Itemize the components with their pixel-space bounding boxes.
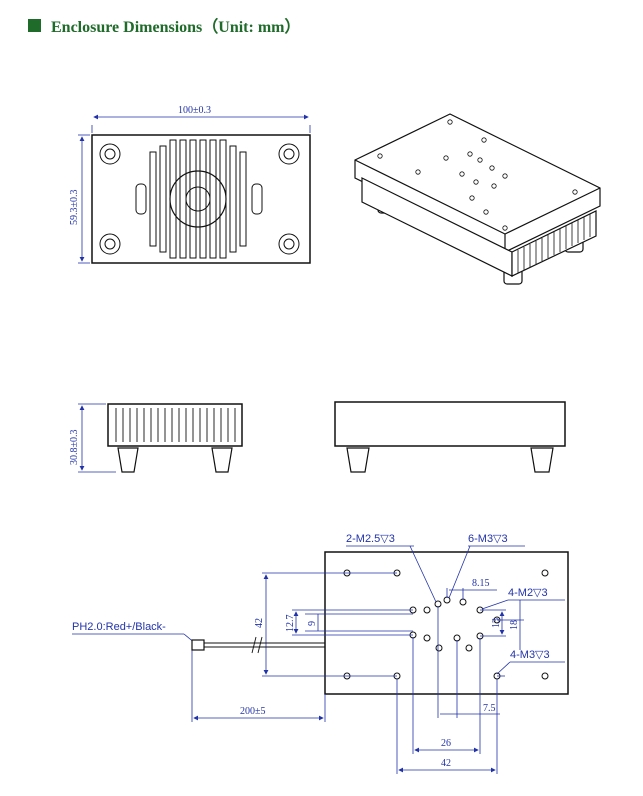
dim-cable-length: 200±5 — [240, 706, 266, 717]
side-height-dimension: 30.8±0.3 — [69, 430, 80, 466]
connector-label: PH2.0:Red+/Black- — [72, 621, 166, 633]
bottom-view-outline — [324, 551, 569, 695]
callout-6-m3: 6-M3▽3 — [468, 533, 508, 545]
page-title: Enclosure Dimensions（Unit: mm） — [51, 19, 301, 36]
height-dimension: 59.3±0.3 — [69, 190, 80, 226]
callout-4-m2: 4-M2▽3 — [508, 587, 548, 599]
fan-fins — [149, 139, 247, 259]
dim-18: 18 — [509, 620, 520, 630]
dim-7-5: 7.5 — [483, 703, 496, 714]
dim-9: 9 — [307, 621, 318, 626]
corner-screws — [99, 143, 300, 255]
side-view-plain — [334, 401, 566, 473]
section-header: Enclosure Dimensions（Unit: mm） — [28, 14, 301, 36]
callout-4-m3: 4-M3▽3 — [510, 649, 550, 661]
top-view-outline — [91, 134, 311, 264]
dim-42-horizontal: 42 — [441, 758, 451, 769]
dim-13: 13 — [491, 618, 502, 628]
bullet-square-icon — [28, 18, 41, 32]
top-view: 100±0.3 59.3±0.3 — [69, 105, 311, 264]
isometric-view — [354, 113, 601, 285]
dim-8-15: 8.15 — [472, 578, 490, 589]
dim-26: 26 — [441, 738, 451, 749]
side-view-fan: 30.8±0.3 — [69, 403, 243, 473]
callout-m2-5: 2-M2.5▽3 — [346, 533, 395, 545]
fan-hub — [169, 170, 227, 228]
width-dimension: 100±0.3 — [178, 105, 211, 116]
cable-connector — [191, 636, 325, 654]
dim-42-vertical: 42 — [254, 618, 265, 628]
bottom-view: 42 12.7 9 8.15 13 18 7.5 26 42 200±5 2-M… — [72, 533, 569, 774]
dim-12-7: 12.7 — [285, 615, 296, 633]
